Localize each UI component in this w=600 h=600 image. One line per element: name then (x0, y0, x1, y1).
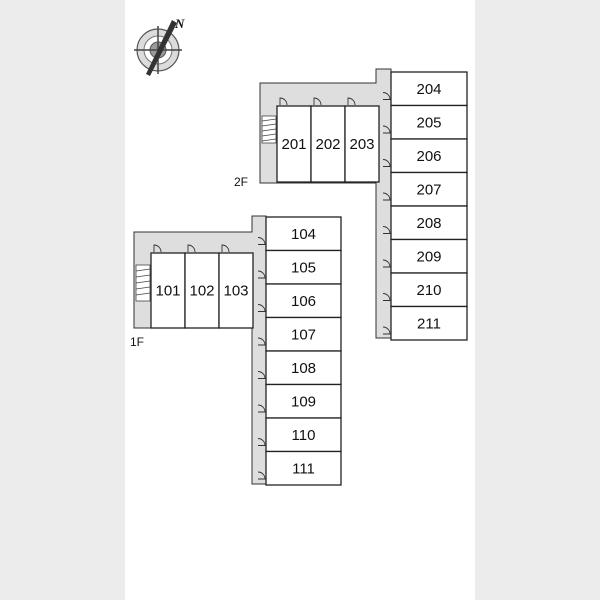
room-outline (390, 138, 468, 174)
room-unit: 108 (265, 350, 342, 386)
room-unit: 106 (265, 283, 342, 319)
door-swing-icon (257, 337, 266, 346)
room-number: 205 (416, 114, 441, 131)
room-outline (184, 252, 220, 329)
room-unit: 109 (265, 383, 342, 419)
floor-label-2f: 2F (234, 175, 248, 189)
door-swing-icon (257, 404, 266, 413)
room-number: 201 (281, 136, 306, 153)
door-swing-icon (382, 125, 391, 134)
door-swing-icon (382, 259, 391, 268)
compass-north-label: N (174, 16, 185, 31)
staircase-2f (261, 115, 277, 144)
room-unit: 209 (390, 238, 468, 274)
room-unit: 201 (276, 105, 312, 183)
rooms-layer: 201 202 203 204 205 206 207 208 209 210 211 101 102 1… (150, 71, 468, 486)
staircase-1f (135, 264, 151, 302)
room-unit: 211 (390, 305, 468, 341)
door-swing-icon (382, 226, 391, 234)
door-swing-icon (187, 244, 196, 253)
room-outline (265, 450, 342, 486)
room-unit: 202 (310, 105, 346, 183)
door-swing-icon (257, 471, 266, 480)
room-unit: 103 (218, 252, 254, 329)
room-unit: 208 (390, 205, 468, 241)
room-outline (150, 252, 186, 329)
room-unit: 105 (265, 249, 342, 285)
door-swing-icon (257, 237, 266, 245)
room-number: 202 (315, 136, 340, 153)
room-number: 102 (189, 283, 214, 300)
room-number: 103 (223, 283, 248, 300)
room-number: 111 (292, 460, 315, 477)
room-number: 203 (349, 136, 374, 153)
door-swing-icon (382, 293, 391, 301)
room-number: 208 (416, 215, 441, 232)
door-swing-icon (313, 97, 322, 106)
room-number: 106 (291, 293, 316, 310)
room-outline (265, 383, 342, 419)
room-outline (390, 305, 468, 341)
room-unit: 104 (265, 216, 342, 252)
room-outline (390, 272, 468, 308)
room-unit: 107 (265, 316, 342, 352)
room-unit: 203 (344, 105, 380, 183)
room-number: 206 (416, 148, 441, 165)
door-swing-icon (257, 304, 266, 312)
room-outline (390, 238, 468, 274)
room-unit: 101 (150, 252, 186, 329)
room-outline (390, 71, 468, 107)
room-unit: 102 (184, 252, 220, 329)
room-outline (310, 105, 346, 183)
room-number: 211 (417, 315, 441, 332)
room-outline (265, 350, 342, 386)
room-unit: 110 (265, 417, 342, 453)
door-swing-icon (382, 326, 391, 335)
door-swing-icon (382, 92, 391, 100)
door-swing-icon (382, 159, 391, 167)
room-number: 105 (291, 259, 316, 276)
room-outline (390, 171, 468, 207)
room-outline (344, 105, 380, 183)
room-number: 109 (291, 393, 316, 410)
door-swing-icon (257, 438, 266, 446)
door-swing-icon (257, 371, 266, 379)
floor-label-1f: 1F (130, 335, 144, 349)
door-swing-icon (221, 244, 230, 253)
room-number: 110 (292, 427, 316, 444)
room-number: 207 (416, 181, 441, 198)
room-unit: 206 (390, 138, 468, 174)
room-number: 210 (416, 282, 441, 299)
room-unit: 111 (265, 450, 342, 486)
room-number: 108 (291, 360, 316, 377)
room-unit: 204 (390, 71, 468, 107)
room-number: 104 (291, 226, 316, 243)
room-outline (265, 216, 342, 252)
room-unit: 207 (390, 171, 468, 207)
room-number: 204 (416, 81, 441, 98)
room-outline (265, 249, 342, 285)
room-number: 209 (416, 248, 441, 265)
room-unit: 210 (390, 272, 468, 308)
room-number: 101 (155, 283, 180, 300)
room-outline (265, 283, 342, 319)
door-swing-icon (257, 270, 266, 279)
door-swing-icon (279, 97, 288, 106)
compass-rose-icon: N (134, 16, 185, 76)
room-unit: 205 (390, 104, 468, 140)
room-outline (390, 205, 468, 241)
room-number: 107 (291, 326, 316, 343)
door-swing-icon (153, 244, 162, 253)
door-swing-icon (347, 97, 356, 106)
door-swing-icon (382, 192, 391, 201)
room-outline (218, 252, 254, 329)
